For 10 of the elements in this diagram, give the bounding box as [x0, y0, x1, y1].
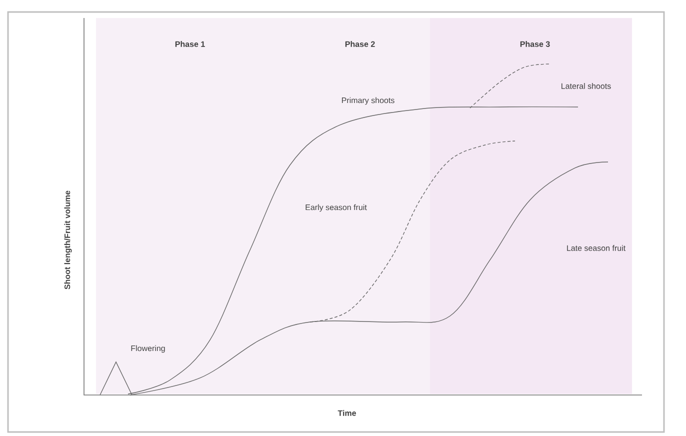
phase-label: Phase 2	[345, 41, 375, 47]
phase-label: Phase 3	[520, 41, 550, 47]
axis-label: Shoot length/Fruit volume	[64, 190, 72, 290]
phase-label: Phase 1	[175, 41, 205, 47]
curve-label: Late season fruit	[567, 245, 626, 251]
axis-label: Time	[338, 410, 356, 416]
curve-label: Primary shoots	[342, 97, 394, 105]
curve-label: Early season fruit	[306, 204, 367, 212]
curve-label: Flowering	[131, 345, 165, 353]
curve-label: Lateral shoots	[562, 83, 611, 89]
